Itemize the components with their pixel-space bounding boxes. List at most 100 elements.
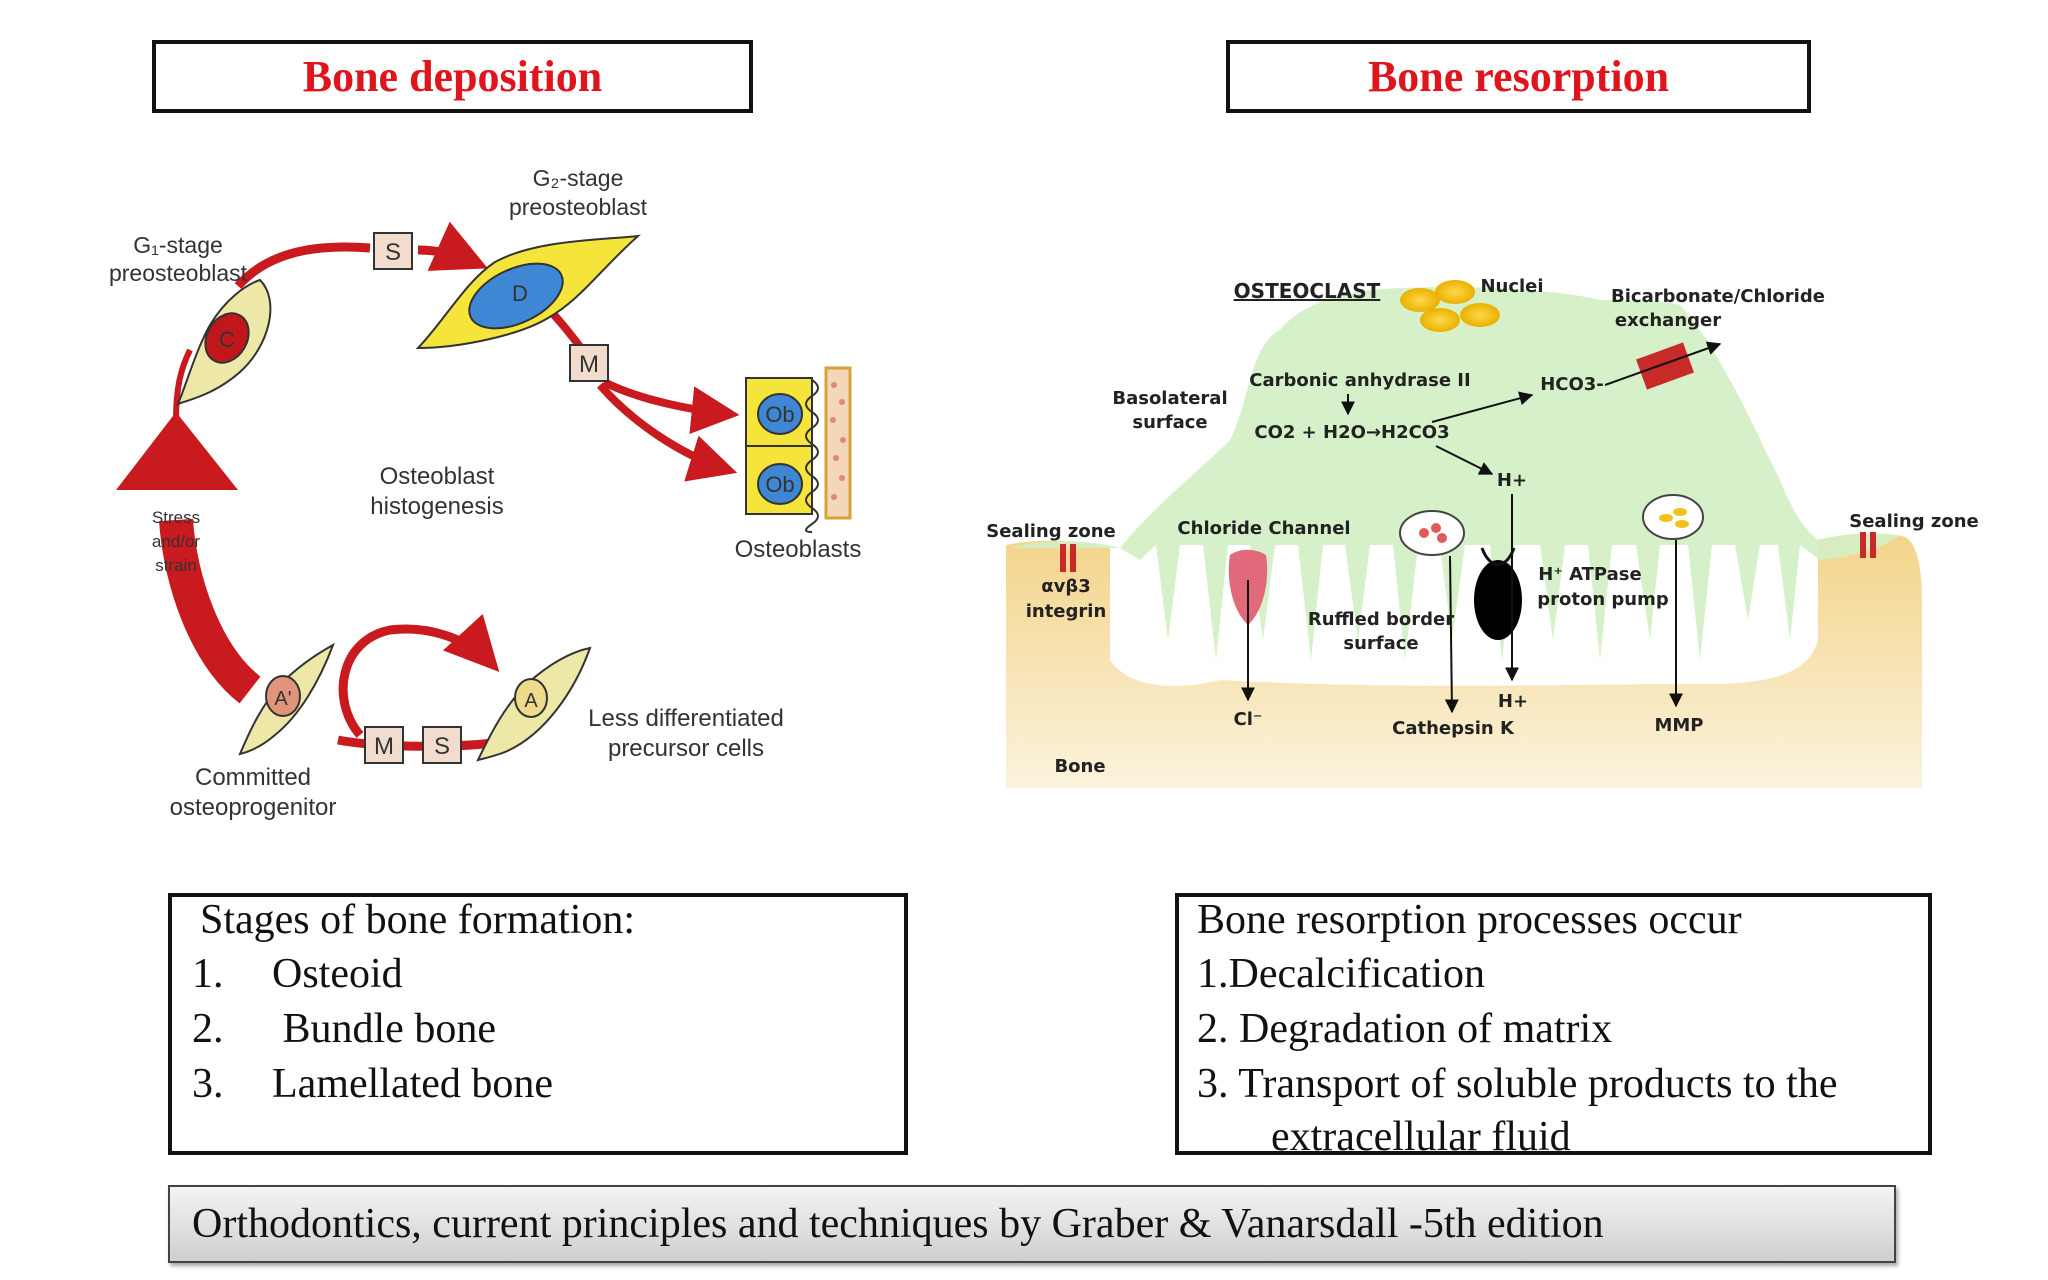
proton-pump-body <box>1474 560 1522 640</box>
bone-region <box>1006 533 1922 788</box>
formation-item-num-2: 2. <box>192 1006 224 1052</box>
committed-label-1: Committed <box>195 764 311 791</box>
m-box-top <box>569 344 609 382</box>
arrow-m-to-ob1 <box>602 378 740 435</box>
mmp-granule-2 <box>1673 508 1687 516</box>
to-hplus-arrow <box>1435 445 1494 475</box>
arrow-a-to-ms <box>337 735 501 751</box>
g1-nucleus <box>204 312 250 364</box>
ruffled-label-2: surface <box>1343 633 1418 654</box>
bicarb-arrow <box>1604 341 1722 386</box>
matrix-particles <box>830 382 846 500</box>
formation-item-2: Bundle bone <box>272 1006 496 1052</box>
cathepsin-arrow <box>1444 555 1459 714</box>
resorption-diagram: Nuclei OSTEOCLAST Bicarbonate/Chloride e… <box>986 276 1979 788</box>
resorption-processes-box: Bone resorption processes occur 1.Decalc… <box>1175 893 1932 1160</box>
citation-bar: Orthodontics, current principles and tec… <box>168 1185 1896 1263</box>
deposition-diagram: C G₁-stage preosteoblast S D G₂-stage pr… <box>109 165 861 821</box>
precursor-nucleus <box>514 678 548 718</box>
nucleus-4 <box>1460 303 1500 327</box>
osteoclast-body <box>1010 287 1900 660</box>
mmp-label: MMP <box>1654 715 1703 736</box>
sealing-zone-left-label: Sealing zone <box>986 521 1116 542</box>
stress-label-3: strain <box>155 556 197 575</box>
resorption-item-3: 3. Transport of soluble products to the <box>1197 1061 1838 1107</box>
sealing-zone-right-marker <box>1860 532 1866 558</box>
s-box-bottom-label: S <box>434 733 450 760</box>
stress-arrow-head <box>116 412 238 490</box>
committed-nucleus <box>265 675 301 717</box>
m-box-top-label: M <box>579 351 599 378</box>
basolateral-label-1: Basolateral <box>1112 388 1227 409</box>
nucleus-3 <box>1420 308 1460 332</box>
bone-deposition-heading: Bone deposition <box>152 40 753 113</box>
osteoblast-nucleus-2 <box>757 463 803 505</box>
histogenesis-label-1: Osteoblast <box>380 463 495 490</box>
m-box-bottom-label: M <box>374 733 394 760</box>
mmp-granule-1 <box>1659 514 1673 522</box>
stress-label-1: Stress <box>152 508 200 527</box>
ob2-label: Ob <box>765 472 794 497</box>
bone-matrix-strip <box>824 366 852 520</box>
h-atpase-label-2: proton pump <box>1537 589 1669 610</box>
sealing-zone-right-label: Sealing zone <box>1849 511 1979 532</box>
histogenesis-label-2: histogenesis <box>370 493 503 520</box>
m-box-bottom <box>364 726 404 764</box>
sealing-zone-left-marker-2 <box>1070 544 1076 572</box>
nucleus-2 <box>1435 280 1475 304</box>
bicarb-label-2: exchanger <box>1615 310 1721 331</box>
committed-label-2: osteoprogenitor <box>170 794 337 821</box>
arrow-cycle-left <box>159 518 261 704</box>
bicarb-exchanger <box>1636 342 1694 390</box>
formation-item-num-1: 1. <box>192 951 224 997</box>
cathepsin-granule-1 <box>1419 528 1429 538</box>
g1-stage-label: G₁-stage <box>133 232 223 258</box>
cathepsin-granule-3 <box>1437 533 1447 543</box>
formation-item-3: Lamellated bone <box>272 1061 554 1107</box>
formation-item-1: Osteoid <box>272 951 403 997</box>
cathepsin-label: Cathepsin K <box>1392 718 1515 739</box>
ruffled-label-1: Ruffled border <box>1308 609 1454 630</box>
bone-resorption-heading: Bone resorption <box>1226 40 1811 113</box>
s-box-top <box>373 232 413 270</box>
sealing-zone-right-marker-2 <box>1870 532 1876 558</box>
integrin-label-1: αvβ3 <box>1041 576 1091 597</box>
precursor-nucleus-label: A <box>524 690 538 712</box>
bicarb-label-1: Bicarbonate/Chloride <box>1611 286 1825 307</box>
committed-nucleus-label: A' <box>274 688 291 710</box>
integrin-label-2: integrin <box>1026 601 1107 622</box>
equation-label: CO2 + H2O→H2CO3 <box>1254 422 1449 443</box>
ob1-label: Ob <box>765 402 794 427</box>
resorption-item-2: 2. Degradation of matrix <box>1197 1006 1613 1052</box>
osteoblasts-label: Osteoblasts <box>735 536 862 563</box>
mmp-vesicle <box>1642 494 1704 540</box>
osteoclast-label: OSTEOCLAST <box>1234 279 1381 303</box>
chloride-channel-label: Chloride Channel <box>1177 518 1350 539</box>
osteoblast-nucleus-1 <box>757 393 803 435</box>
mmp-granule-3 <box>1675 520 1689 528</box>
formation-stages-box: Stages of bone formation: 1. Osteoid 2. … <box>168 893 908 1155</box>
nuclei-label: Nuclei <box>1480 276 1543 297</box>
g2-nucleus <box>468 262 564 330</box>
nucleus-1 <box>1400 288 1440 312</box>
arrow-g1-to-s <box>234 242 371 290</box>
arrow-up-to-g1 <box>173 348 193 421</box>
less-diff-label-2: precursor cells <box>608 735 764 762</box>
to-hco3-arrow <box>1431 391 1534 423</box>
bone-label: Bone <box>1054 756 1105 777</box>
arrow-cycle-loop <box>338 613 500 738</box>
basolateral-label-2: surface <box>1132 412 1207 433</box>
g2-preosteoblast-label: preosteoblast <box>509 194 648 220</box>
sealing-zone-left-marker <box>1060 544 1066 572</box>
s-box-top-label: S <box>385 239 401 266</box>
cathepsin-vesicle <box>1399 510 1465 556</box>
carbonic-label: Carbonic anhydrase II <box>1249 370 1470 391</box>
arrow-m-to-ob2 <box>596 382 738 482</box>
resorption-title: Bone resorption processes occur <box>1197 897 1742 943</box>
s-box-bottom <box>422 726 462 764</box>
osteoid-wavy-border <box>805 379 819 533</box>
arrow-s-to-g2 <box>417 221 488 271</box>
hplus-bottom-label: H+ <box>1498 691 1528 712</box>
citation-text: Orthodontics, current principles and tec… <box>192 1201 1604 1247</box>
